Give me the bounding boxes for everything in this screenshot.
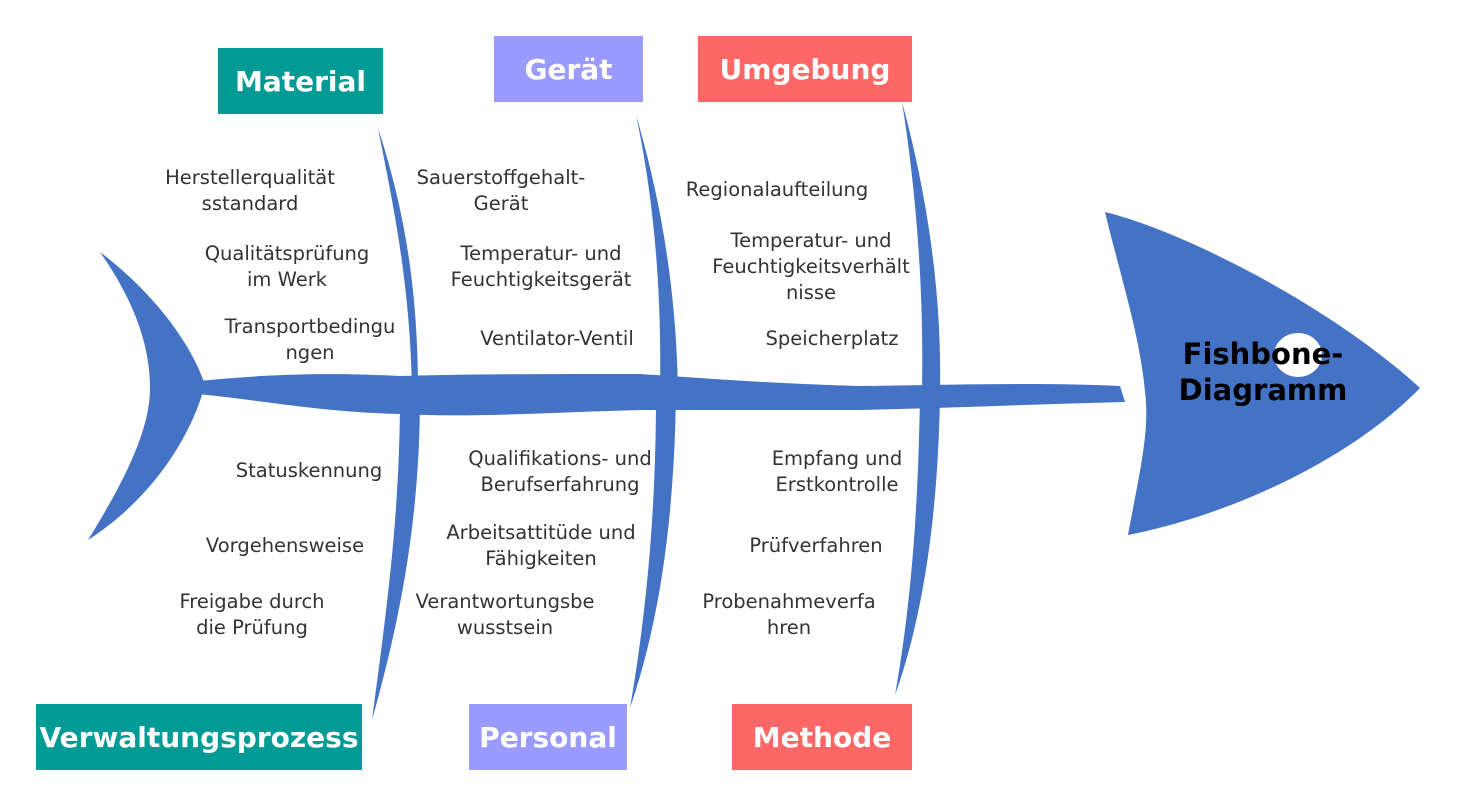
fish-spine xyxy=(198,374,1125,416)
cause-umgebung-2: Temperatur- und Feuchtigkeitsverhält nis… xyxy=(712,229,910,304)
cause-personal-1: Qualifikations- und Berufserfahrung xyxy=(468,447,652,496)
cause-material-1: Herstellerqualität sstandard xyxy=(165,166,335,215)
category-material: Material xyxy=(218,48,383,114)
cause-material-2: Qualitätsprüfung im Werk xyxy=(204,242,370,291)
cause-methode-3: Probenahmeverfa hren xyxy=(702,590,876,639)
cause-material-3: Transportbedingu ngen xyxy=(224,315,396,364)
cause-personal-3: Verantwortungsbe wusstsein xyxy=(415,590,595,639)
fish-eye xyxy=(1274,333,1322,377)
cause-geraet-1: Sauerstoffgehalt- Gerät xyxy=(416,166,586,215)
rib-verwaltungsprozess xyxy=(372,395,420,720)
cause-geraet-3: Ventilator-Ventil xyxy=(480,327,634,350)
category-verwaltungsprozess: Verwaltungsprozess xyxy=(36,704,362,770)
rib-personal xyxy=(630,395,676,708)
rib-methode xyxy=(895,395,940,695)
cause-geraet-2: Temperatur- und Feuchtigkeitsgerät xyxy=(450,242,632,291)
category-umgebung: Umgebung xyxy=(698,36,912,102)
cause-verwaltungsprozess-3: Freigabe durch die Prüfung xyxy=(179,590,325,639)
fish-tail xyxy=(88,252,205,540)
cause-methode-1: Empfang und Erstkontrolle xyxy=(771,447,903,496)
category-methode: Methode xyxy=(732,704,912,770)
diagram-title: Fishbone- Diagramm xyxy=(1178,337,1348,407)
rib-geraet xyxy=(636,115,678,390)
category-personal: Personal xyxy=(469,704,627,770)
fish-head xyxy=(1105,212,1420,535)
cause-verwaltungsprozess-1: Statuskennung xyxy=(235,459,383,482)
cause-verwaltungsprozess-2: Vorgehensweise xyxy=(205,534,365,557)
category-geraet: Gerät xyxy=(494,36,643,102)
cause-umgebung-3: Speicherplatz xyxy=(765,327,899,350)
rib-material xyxy=(378,128,418,390)
cause-personal-2: Arbeitsattitüde und Fähigkeiten xyxy=(446,521,636,570)
rib-umgebung xyxy=(902,102,941,390)
cause-umgebung-1: Regionalaufteilung xyxy=(685,178,869,201)
cause-methode-2: Prüfverfahren xyxy=(749,534,883,557)
